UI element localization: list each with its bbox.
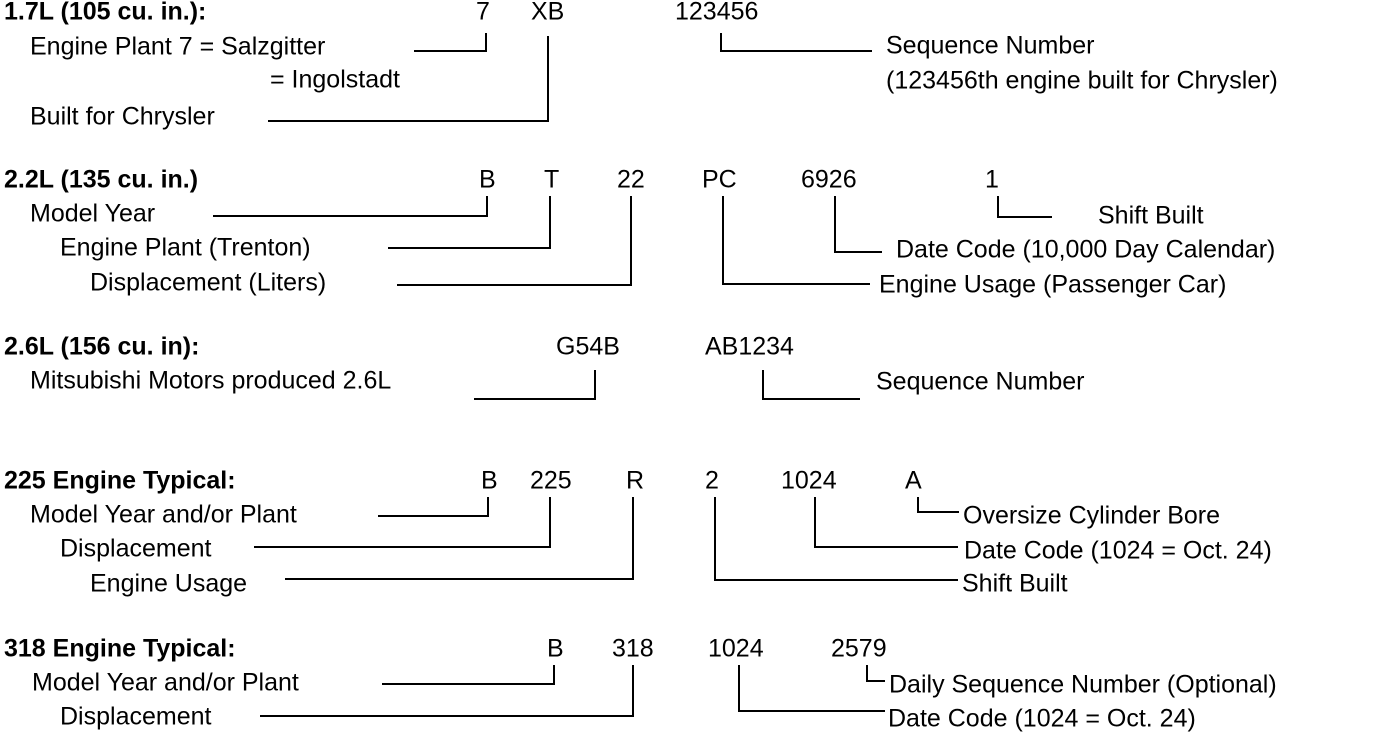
leader-line xyxy=(866,680,885,682)
label-built-for-chrysler: Built for Chrysler xyxy=(30,102,215,131)
section-heading-2-2l: 2.2L (135 cu. in.) xyxy=(4,165,199,194)
label-shift-built: Shift Built xyxy=(1098,201,1204,230)
leader-line xyxy=(485,33,487,52)
leader-line xyxy=(720,50,872,52)
leader-line xyxy=(834,251,882,253)
label-sequence-number: Sequence Number xyxy=(876,367,1085,396)
leader-line xyxy=(268,120,549,122)
label-sequence-note: (123456th engine built for Chrysler) xyxy=(886,66,1278,95)
leader-line xyxy=(814,497,816,548)
label-date-code: Date Code (10,000 Day Calendar) xyxy=(896,235,1276,264)
leader-line xyxy=(254,546,551,548)
leader-line xyxy=(917,511,959,513)
label-model-year-plant: Model Year and/or Plant xyxy=(32,668,299,697)
leader-line xyxy=(632,497,634,580)
label-displacement: Displacement xyxy=(60,534,212,563)
label-engine-usage: Engine Usage xyxy=(90,569,248,598)
code-sequence: AB1234 xyxy=(705,332,794,361)
leader-line xyxy=(474,398,596,400)
label-sequence-number: Sequence Number xyxy=(886,31,1095,60)
code-displacement: 225 xyxy=(530,466,572,495)
leader-line xyxy=(720,33,722,52)
leader-line xyxy=(260,715,634,717)
leader-line xyxy=(547,36,549,122)
code-displacement: 318 xyxy=(612,634,654,663)
leader-line xyxy=(213,215,488,217)
code-engine-plant: 7 xyxy=(476,0,490,26)
code-date: 1024 xyxy=(708,634,764,663)
leader-line xyxy=(486,196,488,217)
label-date-code: Date Code (1024 = Oct. 24) xyxy=(888,704,1196,733)
label-model-year-plant: Model Year and/or Plant xyxy=(30,500,297,529)
leader-line xyxy=(714,579,958,581)
leader-line xyxy=(917,497,919,513)
label-oversize-bore: Oversize Cylinder Bore xyxy=(963,501,1221,530)
code-model-year: B xyxy=(547,634,564,663)
code-engine-usage: PC xyxy=(702,165,737,194)
label-displacement: Displacement (Liters) xyxy=(90,268,327,297)
label-ingolstadt: = Ingolstadt xyxy=(270,65,400,94)
leader-line xyxy=(632,665,634,717)
code-engine-plant: T xyxy=(544,165,560,194)
leader-line xyxy=(997,216,1052,218)
label-engine-usage: Engine Usage (Passenger Car) xyxy=(879,270,1227,299)
leader-line xyxy=(549,196,551,249)
leader-line xyxy=(382,683,555,685)
leader-line xyxy=(487,497,489,517)
leader-line xyxy=(762,370,764,400)
label-engine-plant: Engine Plant (Trenton) xyxy=(60,233,311,262)
leader-line xyxy=(594,370,596,400)
leader-line xyxy=(834,196,836,253)
code-daily-sequence: 2579 xyxy=(831,634,887,663)
leader-line xyxy=(722,196,724,285)
label-shift-built: Shift Built xyxy=(962,569,1068,598)
code-displacement: 22 xyxy=(617,165,645,194)
leader-line xyxy=(866,665,868,682)
code-g54b: G54B xyxy=(556,332,620,361)
section-heading-2-6l: 2.6L (156 cu. in): xyxy=(4,332,200,361)
code-date: 1024 xyxy=(781,466,837,495)
code-model-year: B xyxy=(479,165,496,194)
leader-line xyxy=(738,710,885,712)
leader-line xyxy=(997,196,999,218)
label-engine-plant: Engine Plant 7 = Salzgitter xyxy=(30,32,326,61)
leader-line xyxy=(397,284,632,286)
leader-line xyxy=(630,196,632,286)
leader-line xyxy=(722,283,870,285)
code-date: 6926 xyxy=(801,165,857,194)
leader-line xyxy=(388,247,551,249)
leader-line xyxy=(414,50,487,52)
leader-line xyxy=(553,665,555,685)
label-date-code: Date Code (1024 = Oct. 24) xyxy=(964,536,1272,565)
code-sequence: 123456 xyxy=(675,0,759,26)
section-heading-1-7l: 1.7L (105 cu. in.): xyxy=(4,0,207,26)
code-model-year: B xyxy=(481,466,498,495)
code-shift: 2 xyxy=(705,466,719,495)
code-shift: 1 xyxy=(985,165,999,194)
section-heading-225: 225 Engine Typical: xyxy=(4,466,236,495)
leader-line xyxy=(738,665,740,712)
leader-line xyxy=(762,398,860,400)
section-heading-318: 318 Engine Typical: xyxy=(4,634,236,663)
leader-line xyxy=(814,546,958,548)
code-built-for: XB xyxy=(531,0,565,26)
leader-line xyxy=(714,497,716,581)
leader-line xyxy=(285,578,634,580)
leader-line xyxy=(378,515,489,517)
label-model-year: Model Year xyxy=(30,199,156,228)
code-engine-usage: R xyxy=(626,466,645,495)
leader-line xyxy=(549,497,551,548)
label-daily-sequence: Daily Sequence Number (Optional) xyxy=(889,670,1277,699)
code-oversize: A xyxy=(905,466,922,495)
label-displacement: Displacement xyxy=(60,702,212,731)
label-mitsubishi: Mitsubishi Motors produced 2.6L xyxy=(30,366,392,395)
